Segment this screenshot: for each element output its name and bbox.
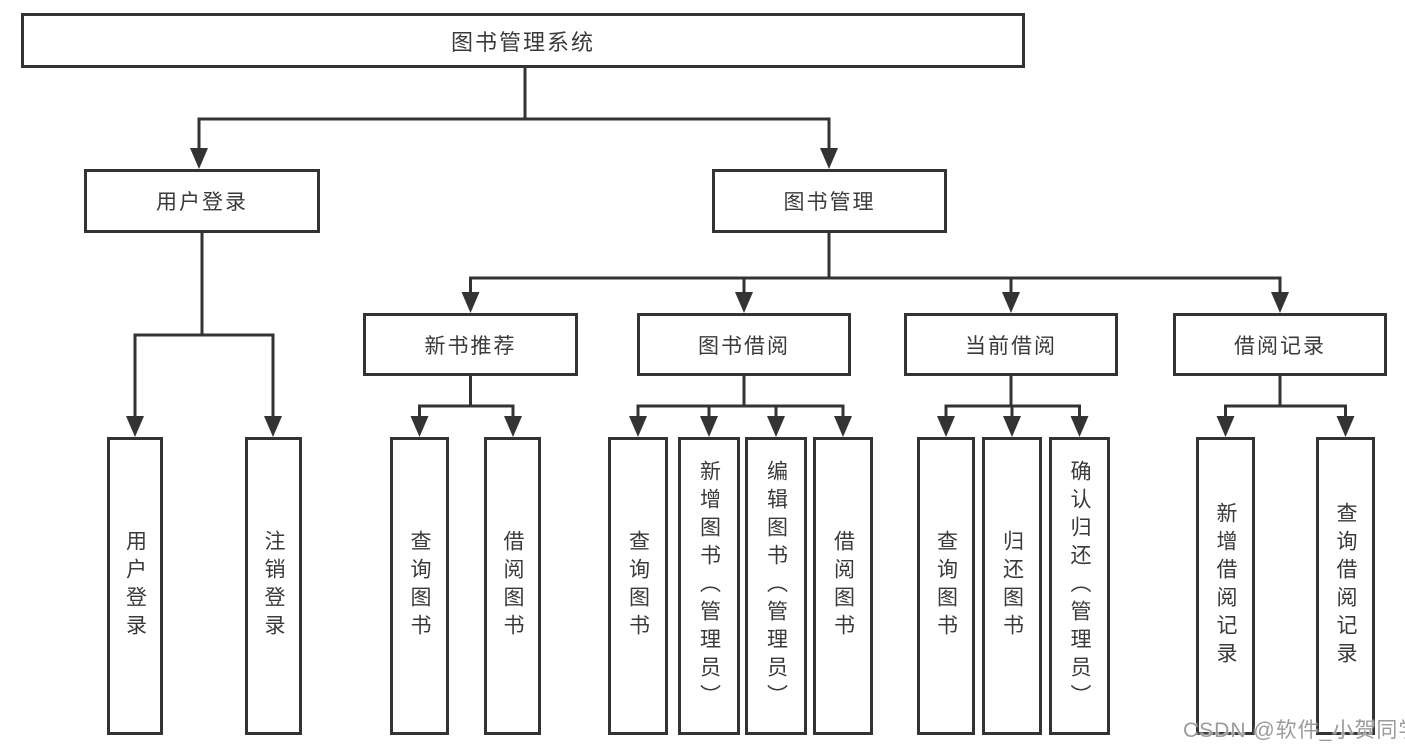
- node-book-borrow: 图书借阅: [637, 313, 851, 376]
- leaf-br-query-record: 查询借阅记录: [1316, 437, 1375, 735]
- watermark: CSDN @软件_小贺同学: [1183, 719, 1405, 742]
- node-book-mgmt: 图书管理: [712, 169, 947, 233]
- leaf-bb-query-book: 查询图书: [608, 437, 668, 735]
- connector-borrow-records-branch: [1224, 376, 1347, 418]
- arrowheads-user-login-branch: [126, 416, 282, 437]
- leaf-cb-confirm-return: 确认归还（管理员）: [1049, 437, 1110, 735]
- connector-user-login-branch: [133, 233, 275, 418]
- node-root: 图书管理系统: [21, 13, 1025, 68]
- arrowheads-current-borrow-branch: [937, 416, 1089, 437]
- leaf-nb-query-book: 查询图书: [390, 437, 449, 735]
- leaf-br-add-record: 新增借阅记录: [1196, 437, 1255, 735]
- arrowheads-new-book-rec-branch: [410, 416, 522, 437]
- leaf-cb-return-book: 归还图书: [982, 437, 1042, 735]
- node-user-login: 用户登录: [84, 169, 320, 233]
- connector-book-mgmt-branch: [469, 233, 1282, 294]
- leaf-nb-borrow-book: 借阅图书: [484, 437, 541, 735]
- leaf-logout: 注销登录: [245, 437, 302, 735]
- arrowheads-book-mgmt-branch: [461, 292, 1289, 313]
- node-new-book-rec: 新书推荐: [363, 313, 578, 376]
- connector-new-book-rec-branch: [418, 376, 515, 418]
- leaf-bb-add-book: 新增图书（管理员）: [678, 437, 740, 735]
- arrowheads-level2: [190, 148, 838, 169]
- arrowheads-book-borrow-branch: [629, 416, 852, 437]
- leaf-cb-query-book: 查询图书: [917, 437, 975, 735]
- connector-current-borrow-branch: [944, 376, 1081, 418]
- leaf-bb-borrow-book: 借阅图书: [813, 437, 873, 735]
- leaf-bb-edit-book: 编辑图书（管理员）: [745, 437, 807, 735]
- arrowheads-borrow-records-branch: [1216, 416, 1355, 437]
- node-current-borrow: 当前借阅: [904, 313, 1118, 376]
- connector-root-to-level2: [197, 68, 831, 150]
- leaf-user-login: 用户登录: [107, 437, 163, 735]
- connector-book-borrow-branch: [636, 376, 845, 418]
- node-borrow-records: 借阅记录: [1173, 313, 1387, 376]
